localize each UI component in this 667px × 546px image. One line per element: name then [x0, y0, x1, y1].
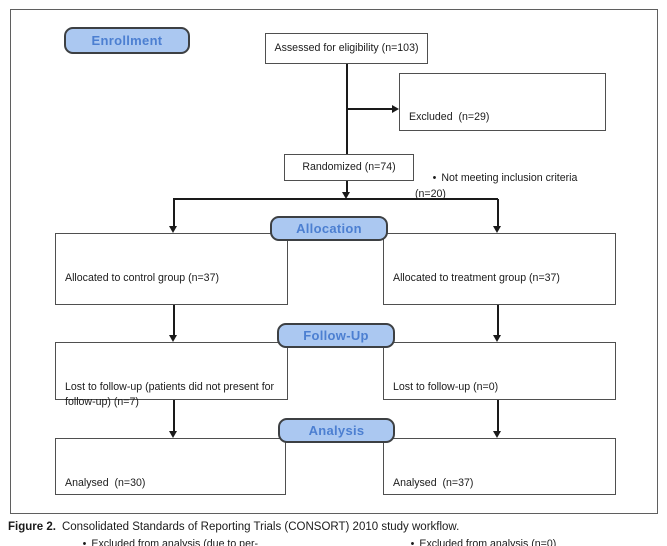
box-title: Analysed (n=30)	[65, 476, 146, 489]
bullet-item: • Excluded from analysis (due to per-prot…	[65, 522, 276, 546]
bullet-icon: •	[410, 538, 415, 546]
box-lost-followup-control: Lost to follow-up (patients did not pres…	[55, 342, 288, 408]
box-title: Allocated to control group (n=37)	[65, 271, 219, 284]
bullet-text: Not meeting inclusion criteria (n=20)	[415, 172, 581, 200]
arrowhead-analysis-treatment	[493, 431, 501, 438]
line-to-excluded	[347, 108, 393, 110]
box-lost-followup-treatment: Lost to follow-up (n=0) Discontinued int…	[383, 342, 616, 453]
bullet-icon: •	[432, 172, 437, 185]
line-control-to-followup	[173, 305, 175, 335]
stage-label-analysis: Analysis	[278, 418, 395, 443]
box-excluded: Excluded (n=29) •Not meeting inclusion c…	[399, 73, 606, 276]
stage-label-follow-up: Follow-Up	[277, 323, 395, 348]
bullet-text: Excluded from analysis (due to per-proto…	[91, 538, 259, 546]
line-split-horizontal	[173, 198, 498, 200]
box-allocated-control: Allocated to control group (n=37) •Recei…	[55, 233, 288, 359]
arrowhead-excluded	[392, 104, 399, 113]
line-assessed-to-randomized	[346, 64, 348, 154]
arrowhead-alloc-treatment	[493, 226, 501, 233]
figure-caption-label: Figure 2.	[8, 521, 56, 533]
line-randomized-to-split	[346, 181, 348, 193]
box-text: Randomized (n=74)	[302, 160, 396, 173]
arrowhead-analysis-control	[169, 431, 177, 438]
stage-label-text: Analysis	[308, 423, 365, 438]
box-text: Lost to follow-up (patients did not pres…	[65, 380, 278, 409]
figure-caption-text: Consolidated Standards of Reporting Tria…	[61, 521, 460, 533]
arrowhead-followup-treatment	[493, 335, 501, 342]
figure-caption: Figure 2. Consolidated Standards of Repor…	[8, 521, 459, 533]
bullet-text: Excluded from analysis (n=0)	[419, 538, 557, 546]
arrowhead-split	[342, 192, 350, 199]
bullet-item: • Excluded from analysis (n=0)	[393, 522, 606, 546]
stage-label-text: Allocation	[296, 221, 362, 236]
bullet-icon: •	[82, 538, 87, 546]
stage-label-enrollment: Enrollment	[64, 27, 190, 54]
box-text: Lost to follow-up (n=0)	[393, 380, 499, 393]
box-title: Analysed (n=37)	[393, 476, 474, 489]
line-followup-to-analysis-treatment	[497, 400, 499, 431]
stage-label-text: Enrollment	[91, 33, 163, 48]
stage-label-allocation: Allocation	[270, 216, 388, 241]
line-split-to-control	[173, 199, 175, 226]
box-text: Assessed for eligibility (n=103)	[274, 41, 419, 54]
line-followup-to-analysis-control	[173, 400, 175, 431]
arrowhead-alloc-control	[169, 226, 177, 233]
box-assessed-for-eligibility: Assessed for eligibility (n=103)	[265, 33, 428, 64]
box-analysed-treatment: Analysed (n=37) • Excluded from analysis …	[383, 438, 616, 546]
arrowhead-followup-control	[169, 335, 177, 342]
line-treatment-to-followup	[497, 305, 499, 335]
box-allocated-treatment: Allocated to treatment group (n=37) •Rec…	[383, 233, 616, 359]
bullet-item: •Not meeting inclusion criteria (n=20)	[409, 156, 596, 217]
box-title: Excluded (n=29)	[409, 110, 490, 123]
line-split-to-treatment	[497, 199, 499, 226]
stage-label-text: Follow-Up	[303, 328, 369, 343]
box-title: Allocated to treatment group (n=37)	[393, 271, 560, 284]
box-randomized: Randomized (n=74)	[284, 154, 414, 181]
box-analysed-control: Analysed (n=30) • Excluded from analysis …	[55, 438, 286, 546]
